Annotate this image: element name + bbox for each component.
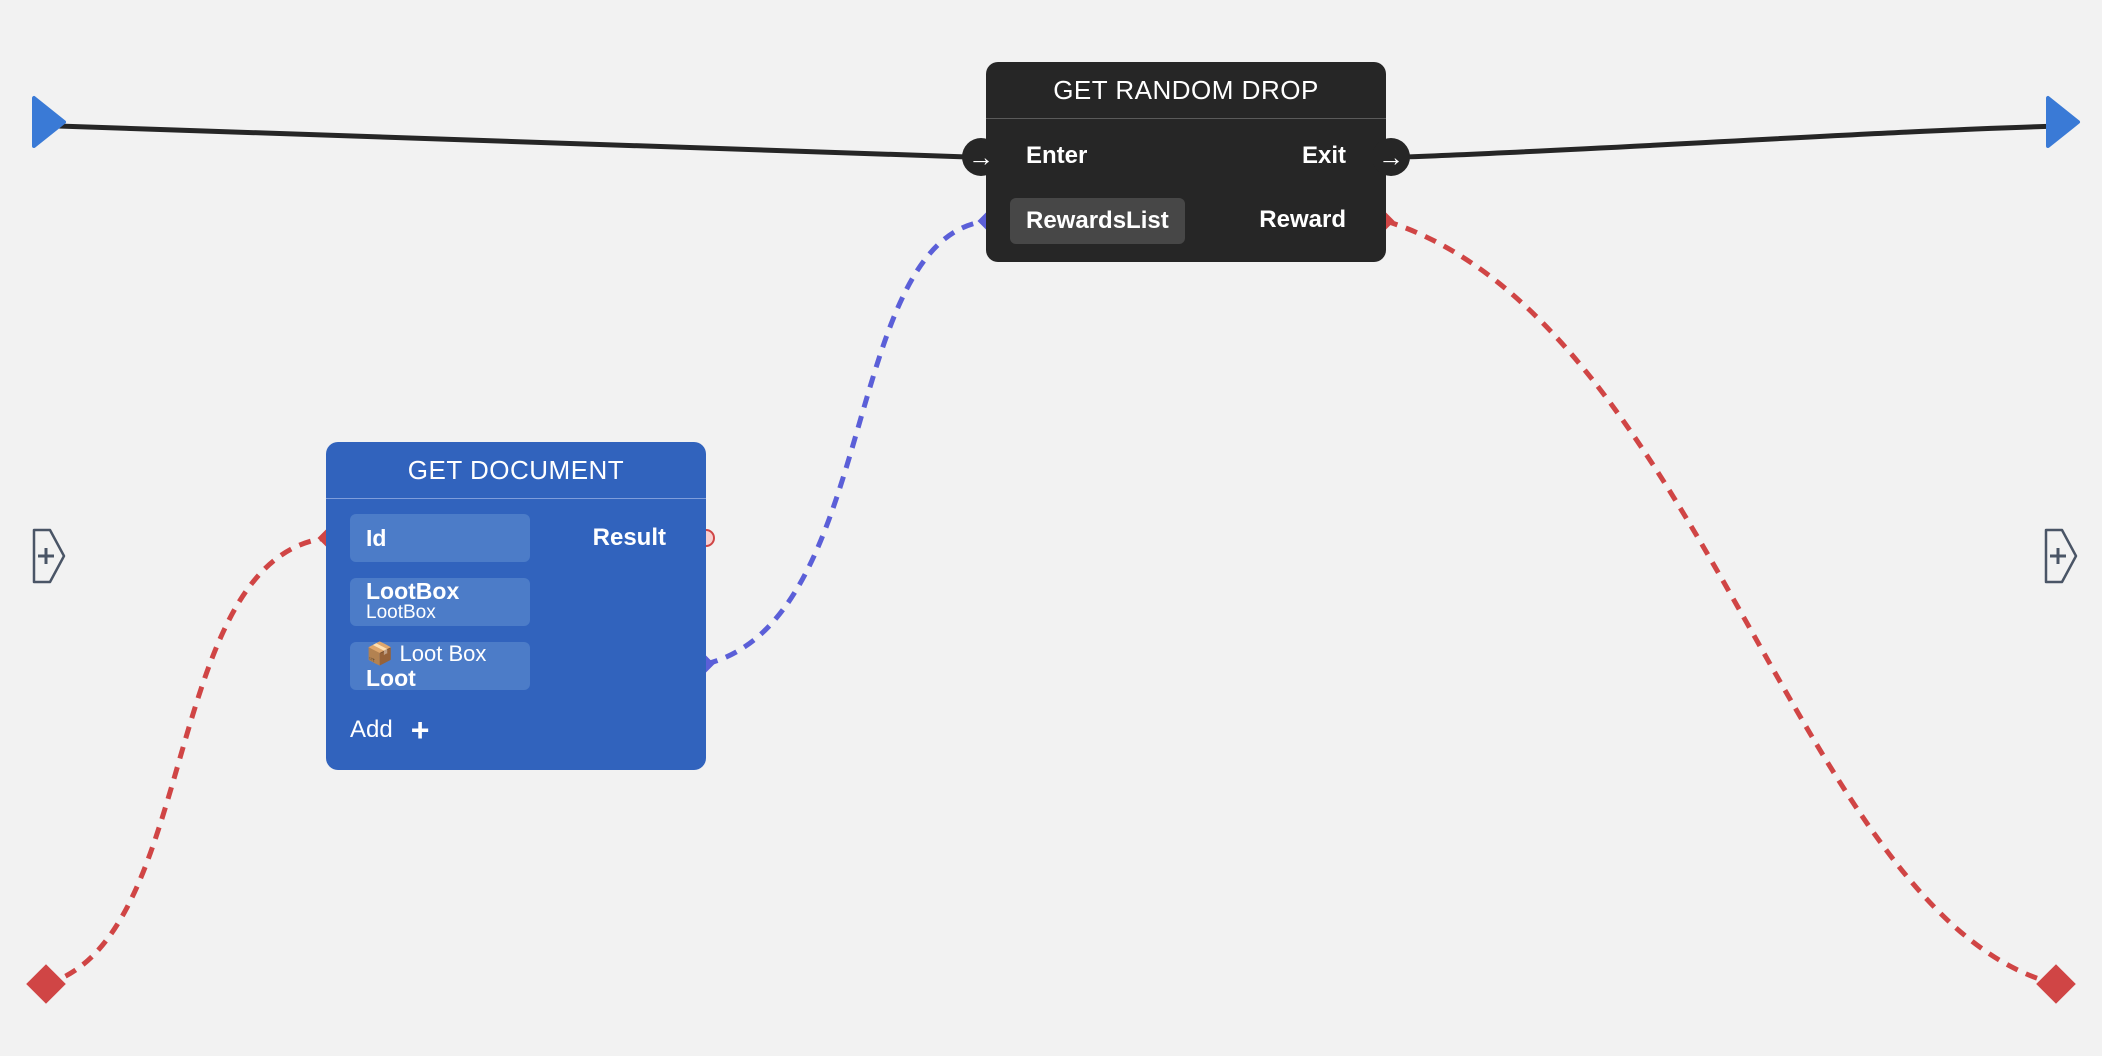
loot-field[interactable]: 📦 Loot Box Loot bbox=[350, 642, 530, 690]
result-label: Result bbox=[592, 524, 666, 551]
left-flow-start-icon[interactable] bbox=[32, 96, 66, 148]
flow-wire-in bbox=[57, 123, 969, 160]
rewards-list-field[interactable]: RewardsList bbox=[1010, 198, 1185, 244]
random-drop-node[interactable]: GET RANDOM DROP → Enter Exit → RewardsLi… bbox=[962, 62, 1410, 262]
left-add-pin-icon[interactable] bbox=[32, 528, 66, 584]
lootbox-sub-label: LootBox bbox=[366, 602, 436, 623]
loot-main-label: Loot bbox=[366, 665, 416, 691]
flow-wire-out bbox=[1403, 123, 2063, 160]
data-wire-id bbox=[45, 535, 327, 987]
right-flow-end-icon[interactable] bbox=[2046, 96, 2080, 148]
package-icon: 📦 bbox=[366, 641, 394, 666]
id-label: Id bbox=[366, 525, 387, 551]
lootbox-field[interactable]: LootBox LootBox bbox=[350, 578, 530, 626]
enter-label: Enter bbox=[1026, 142, 1088, 169]
loot-sub-label: Loot Box bbox=[399, 641, 487, 666]
random-drop-title: GET RANDOM DROP bbox=[986, 62, 1386, 119]
exit-arrow-icon[interactable]: → bbox=[1372, 138, 1410, 176]
get-document-title: GET DOCUMENT bbox=[326, 442, 706, 499]
left-data-diamond-icon[interactable] bbox=[26, 964, 66, 1004]
right-data-diamond-icon[interactable] bbox=[2036, 964, 2076, 1004]
data-wire-rewards bbox=[705, 218, 987, 667]
reward-label: Reward bbox=[1259, 206, 1346, 233]
get-document-node[interactable]: GET DOCUMENT Id Result LootBox LootBox 📦… bbox=[326, 442, 706, 770]
id-field[interactable]: Id bbox=[350, 514, 530, 562]
add-field-button[interactable]: Add + bbox=[350, 714, 429, 746]
loot-sub-row: 📦 Loot Box bbox=[366, 642, 514, 666]
add-label: Add bbox=[350, 716, 393, 743]
data-wire-reward bbox=[1385, 218, 2057, 987]
right-add-pin-icon[interactable] bbox=[2044, 528, 2078, 584]
enter-arrow-icon[interactable]: → bbox=[962, 138, 1000, 176]
lootbox-main-label: LootBox bbox=[366, 578, 460, 604]
exit-label: Exit bbox=[1301, 142, 1346, 169]
plus-icon: + bbox=[410, 712, 430, 748]
